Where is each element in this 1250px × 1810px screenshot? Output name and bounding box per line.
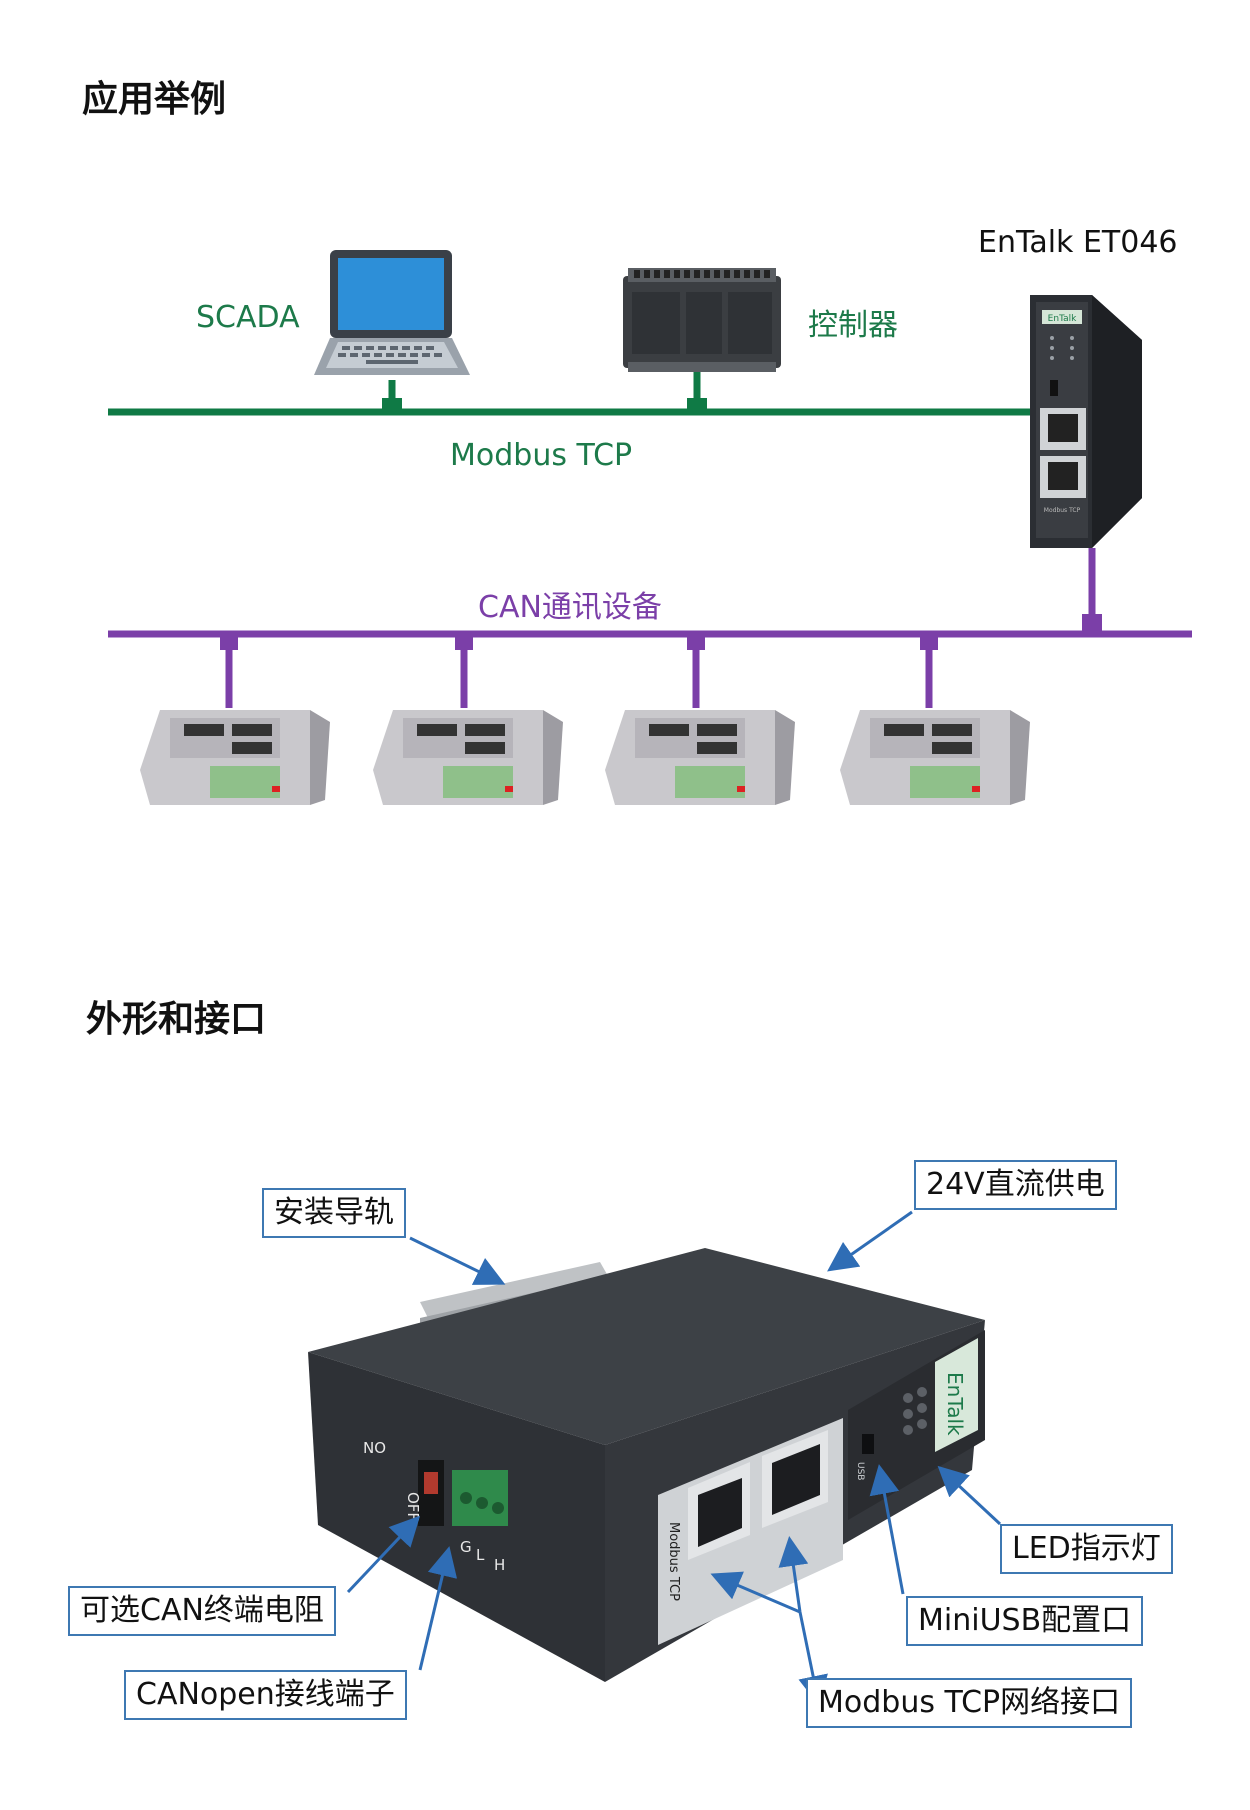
gateway-model-label: EnTalk ET046	[978, 225, 1178, 260]
callout-arrows	[346, 1210, 1002, 1706]
plc-controller-icon	[623, 268, 781, 372]
mini-usb-port	[862, 1434, 874, 1454]
arrow-usb	[869, 1464, 905, 1595]
can-device-4-icon	[840, 710, 1030, 805]
callout-canopen-terminal: CANopen接线端子	[124, 1670, 407, 1720]
switch-on-label: ON	[363, 1438, 386, 1456]
can-device-3-icon	[605, 710, 795, 805]
callout-mini-usb: MiniUSB配置口	[906, 1596, 1144, 1646]
controller-label: 控制器	[808, 308, 898, 343]
arrow-ethernet-2	[778, 1536, 809, 1613]
pin-label-l: L	[476, 1546, 485, 1564]
section-title-application: 应用举例	[82, 79, 227, 120]
usb-printed-label: USB	[855, 1462, 865, 1480]
pin-label-h: H	[494, 1556, 505, 1574]
modbus-tcp-bus	[108, 368, 1032, 416]
callout-led: LED指示灯	[1000, 1524, 1173, 1574]
can-devices-label: CAN通讯设备	[478, 590, 662, 625]
network-diagram: EnTalk Modbus TCP	[108, 250, 1192, 805]
ethernet-port-1	[688, 1462, 750, 1560]
device-top-face	[308, 1248, 985, 1445]
switch-off-label: OFF	[404, 1492, 422, 1521]
section-title-appearance: 外形和接口	[86, 999, 267, 1040]
arrow-led	[937, 1465, 1002, 1526]
callout-din-rail: 安装导轨	[262, 1188, 406, 1238]
arrow-power	[827, 1210, 913, 1272]
dip-switch	[418, 1460, 444, 1526]
modbus-tcp-label: Modbus TCP	[450, 438, 633, 473]
can-bus	[108, 548, 1192, 708]
callout-ethernet: Modbus TCP网络接口	[806, 1678, 1133, 1728]
pin-label-g: G	[460, 1538, 472, 1556]
arrow-ethernet-1	[710, 1571, 801, 1614]
callout-power-24v: 24V直流供电	[914, 1160, 1117, 1210]
gateway-logo-text: EnTalk	[1048, 314, 1077, 324]
gateway-device-icon: EnTalk Modbus TCP	[1030, 295, 1142, 548]
can-device-1-icon	[140, 710, 330, 805]
logo-plate	[935, 1338, 978, 1452]
scada-label: SCADA	[196, 300, 300, 335]
photo-logo-text: EnTalk	[943, 1372, 967, 1436]
gateway-port-text: Modbus TCP	[1044, 507, 1081, 514]
canopen-terminal-block	[452, 1470, 508, 1526]
can-device-2-icon	[373, 710, 563, 805]
arrow-termination	[346, 1515, 421, 1594]
port-printed-label: Modbus TCP	[666, 1522, 681, 1601]
arrow-din-rail	[409, 1236, 506, 1285]
laptop-icon	[314, 250, 470, 375]
ethernet-port-2	[762, 1430, 828, 1528]
led-indicators	[903, 1387, 927, 1435]
callout-termination-resistor: 可选CAN终端电阻	[68, 1586, 336, 1636]
arrow-terminal	[418, 1546, 458, 1671]
